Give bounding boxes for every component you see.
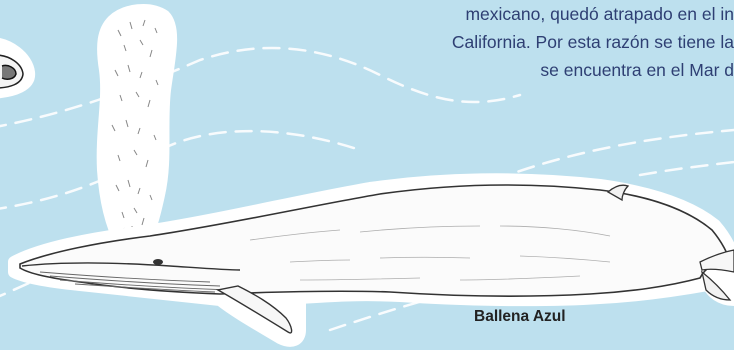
whale-illustration [8,173,734,347]
description-text: mexicano, quedó atrapado en el in Califo… [334,0,734,84]
whale-caption: Ballena Azul [474,308,566,325]
text-line-1: mexicano, quedó atrapado en el in [465,4,734,24]
text-line-2: California. Por esta razón se tiene la [451,32,734,52]
water-spout [96,4,178,249]
fish-fragment-icon [0,38,36,99]
text-line-3: se encuentra en el Mar d [540,60,734,80]
